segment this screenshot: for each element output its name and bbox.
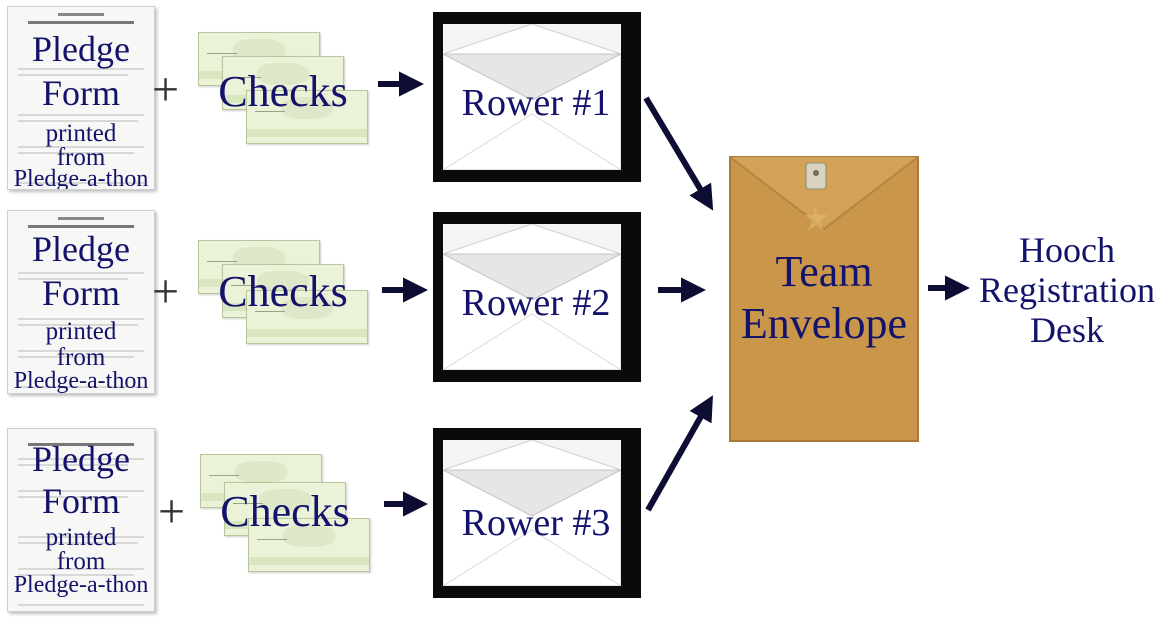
rower-label-1: Rower #1: [461, 82, 611, 124]
check-image: [246, 90, 368, 144]
pledge-form-3: Pledge Form printed from Pledge-a-thon: [7, 428, 155, 612]
team-envelope-line1: Team: [775, 247, 873, 296]
form-lines-2: [18, 217, 144, 388]
form-lines-3: [18, 443, 144, 606]
form-lines-1: [18, 13, 144, 184]
rower-envelope-1: Rower #1: [433, 12, 641, 182]
destination-line1: Hooch: [1019, 230, 1115, 270]
check-image: [246, 290, 368, 344]
pledge-form-1: Pledge Form printed from Pledge-a-thon: [7, 6, 155, 190]
form-note-line5: Pledge-a-thon: [13, 166, 149, 190]
form-title-line1: Pledge: [32, 29, 130, 69]
pledge-form-2: Pledge Form printed from Pledge-a-thon: [7, 210, 155, 394]
form-title-line1: Pledge: [32, 229, 130, 269]
form-title-line1: Pledge: [32, 439, 130, 479]
plus-sign-3: +: [158, 485, 186, 538]
checks-stack-1: Checks: [198, 32, 368, 152]
form-title-line2: Form: [41, 273, 120, 313]
checks-label-3: Checks: [220, 487, 350, 536]
arrow-rower-1-to-team: [643, 96, 714, 211]
team-envelope-line2: Envelope: [740, 299, 908, 348]
checks-label-1: Checks: [218, 67, 348, 116]
destination-line2: Registration: [979, 270, 1155, 310]
arrow-rower-3-to-team: [645, 395, 713, 512]
rower-envelope-3: Rower #3: [433, 428, 641, 598]
form-note-line4: from: [56, 548, 106, 575]
checks-stack-3: Checks: [200, 454, 370, 574]
form-note-line4: from: [56, 344, 106, 371]
envelope-icon: [443, 440, 621, 586]
plus-sign-2: +: [152, 265, 180, 318]
form-note-line3: printed: [45, 524, 117, 551]
team-envelope-icon: [729, 156, 919, 442]
form-note-line5: Pledge-a-thon: [13, 368, 149, 394]
plus-sign-1: +: [152, 63, 180, 116]
envelope-icon: [443, 24, 621, 170]
form-note-line3: printed: [45, 120, 117, 147]
rower-envelope-2: Rower #2: [433, 212, 641, 382]
form-note-line3: printed: [45, 318, 117, 345]
rower-label-3: Rower #3: [461, 502, 611, 544]
check-image: [248, 518, 370, 572]
checks-label-2: Checks: [218, 267, 348, 316]
envelope-icon: [443, 224, 621, 370]
form-note-line5: Pledge-a-thon: [13, 572, 149, 598]
destination-line3: Desk: [1030, 310, 1104, 350]
form-note-line4: from: [56, 144, 106, 171]
checks-stack-2: Checks: [198, 240, 368, 360]
form-title-line2: Form: [41, 481, 120, 521]
rower-label-2: Rower #2: [461, 282, 611, 324]
form-title-line2: Form: [41, 73, 120, 113]
